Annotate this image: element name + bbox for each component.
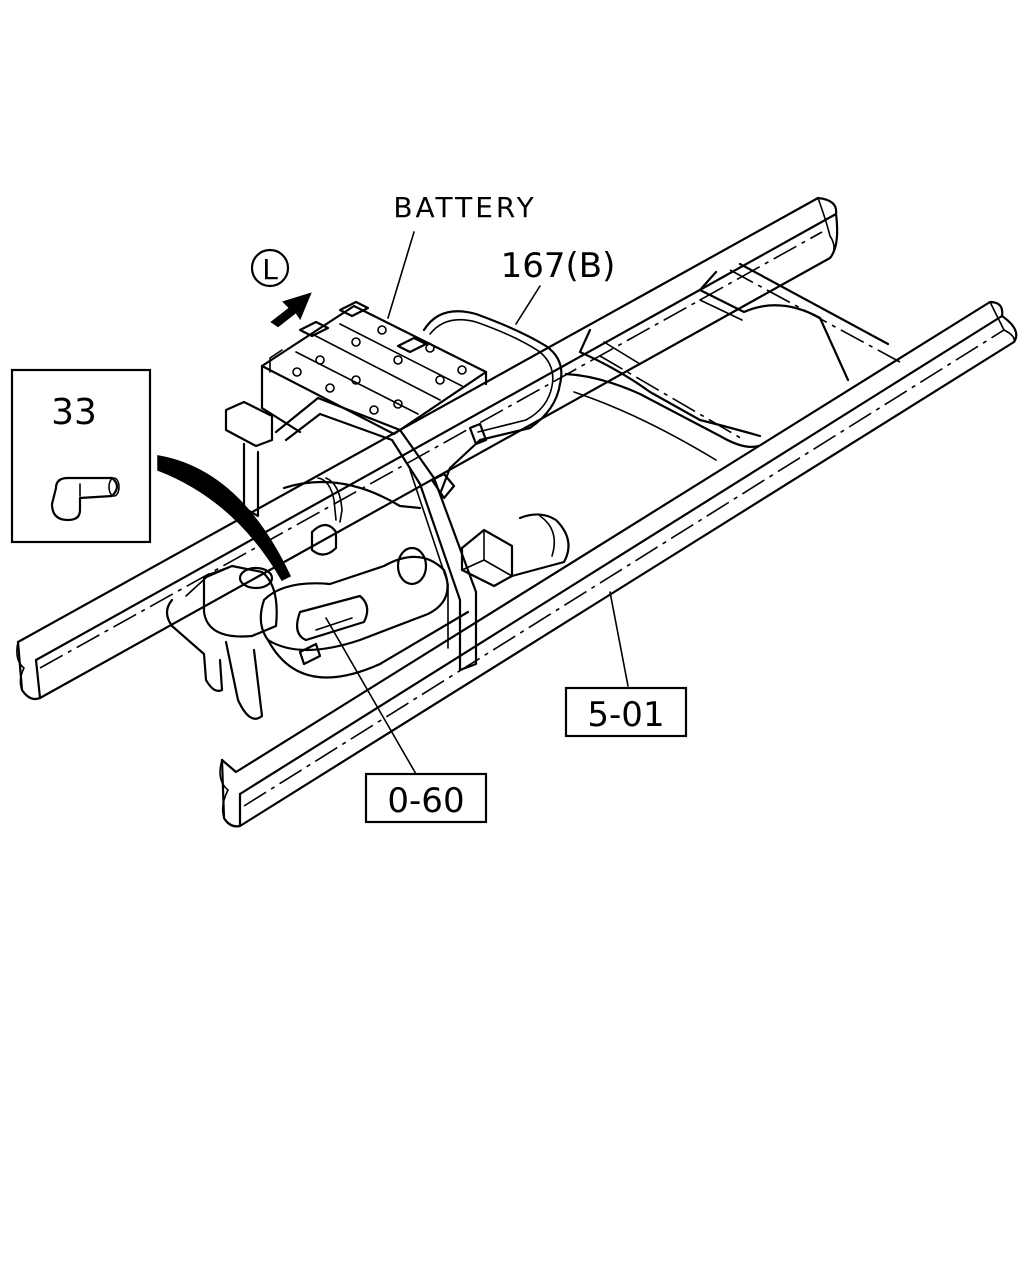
frame-rail-near bbox=[219, 300, 1018, 828]
ref-box-frame: 5-01 bbox=[564, 686, 688, 738]
lower-assembly bbox=[165, 477, 570, 720]
ref-frame-number: 5-01 bbox=[587, 695, 664, 735]
cable-167b bbox=[422, 310, 563, 500]
view-marker-l: L bbox=[250, 248, 290, 288]
frame-rail-far bbox=[16, 196, 839, 701]
cross-members bbox=[564, 262, 901, 461]
ref-lower-number: 0-60 bbox=[387, 781, 464, 821]
battery bbox=[260, 300, 488, 436]
leader-lines bbox=[325, 231, 629, 775]
inset-pointer-wedge bbox=[157, 455, 291, 581]
view-marker-letter: L bbox=[262, 253, 278, 286]
callout-167b: 167(B) bbox=[501, 246, 616, 286]
battery-label: BATTERY bbox=[393, 191, 536, 224]
ref-box-lower: 0-60 bbox=[364, 772, 488, 824]
battery-vent-caps bbox=[292, 325, 467, 415]
terminal-cap-icon bbox=[50, 476, 119, 522]
inset-part-number: 33 bbox=[51, 392, 97, 433]
view-direction-arrow bbox=[270, 292, 312, 328]
inset-detail-33: 33 bbox=[10, 368, 152, 544]
